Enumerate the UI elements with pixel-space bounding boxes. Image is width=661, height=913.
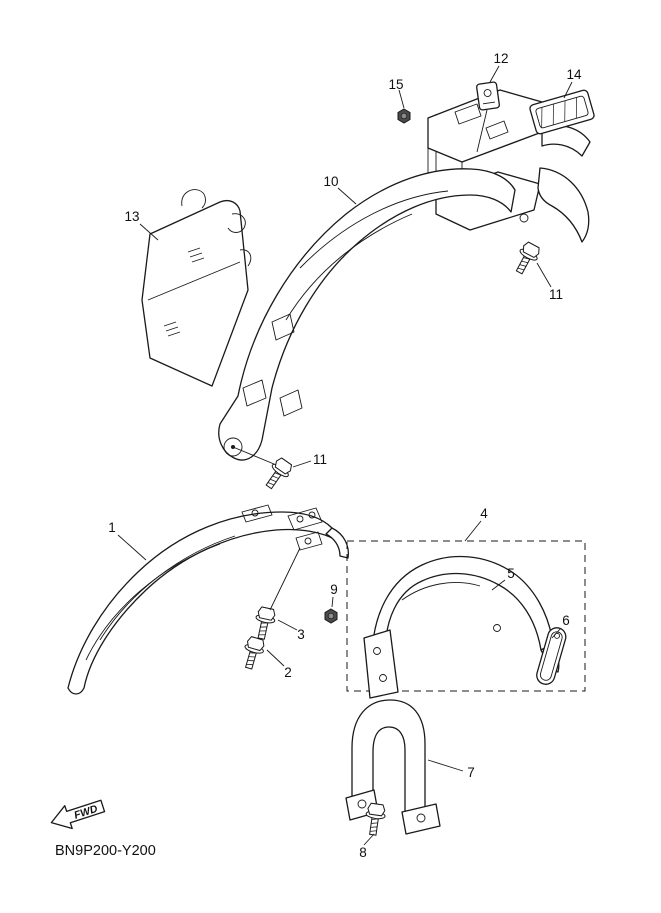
callout-9: 9 — [330, 582, 338, 597]
callout-2: 2 — [284, 665, 292, 680]
diagram-code: BN9P200-Y200 — [55, 843, 156, 859]
bolt-part-2 — [239, 635, 267, 672]
fork-guard-part-7 — [345, 699, 441, 835]
callout-15: 15 — [388, 77, 403, 92]
callout-1: 1 — [108, 520, 116, 535]
rear-stay-assembly — [427, 89, 591, 243]
leader-lines — [117, 65, 573, 846]
callout-labels: 15 12 14 10 13 11 11 1 4 5 9 3 2 6 7 8 — [108, 51, 582, 860]
bolt-part-3 — [251, 605, 278, 641]
callout-12: 12 — [493, 51, 508, 66]
reflector-part-14 — [529, 89, 595, 135]
assembly-group-box-4 — [346, 540, 586, 692]
nut-part-15 — [397, 108, 411, 124]
callout-3: 3 — [297, 627, 305, 642]
nut-part-9 — [324, 608, 338, 624]
fwd-label: FWD — [73, 803, 100, 822]
callout-11-lower: 11 — [313, 452, 327, 467]
callout-10: 10 — [323, 174, 338, 189]
inner-fender-part-5 — [363, 555, 560, 699]
fwd-arrow-icon: FWD — [50, 799, 106, 830]
callout-13: 13 — [124, 209, 139, 224]
side-bracket-part-6 — [536, 627, 567, 685]
callout-8: 8 — [359, 845, 367, 860]
bolt-part-11-upper — [510, 239, 543, 278]
callout-14: 14 — [566, 67, 582, 82]
front-fender-part-1 — [67, 504, 350, 695]
callout-6: 6 — [562, 613, 570, 628]
bolt-part-11-lower — [260, 455, 295, 493]
callout-4: 4 — [480, 506, 488, 521]
callout-11-upper: 11 — [549, 287, 563, 302]
mudflap-part-13 — [141, 189, 252, 387]
callout-5: 5 — [507, 566, 515, 581]
callout-7: 7 — [467, 765, 475, 780]
bracket-part-12 — [476, 81, 500, 111]
